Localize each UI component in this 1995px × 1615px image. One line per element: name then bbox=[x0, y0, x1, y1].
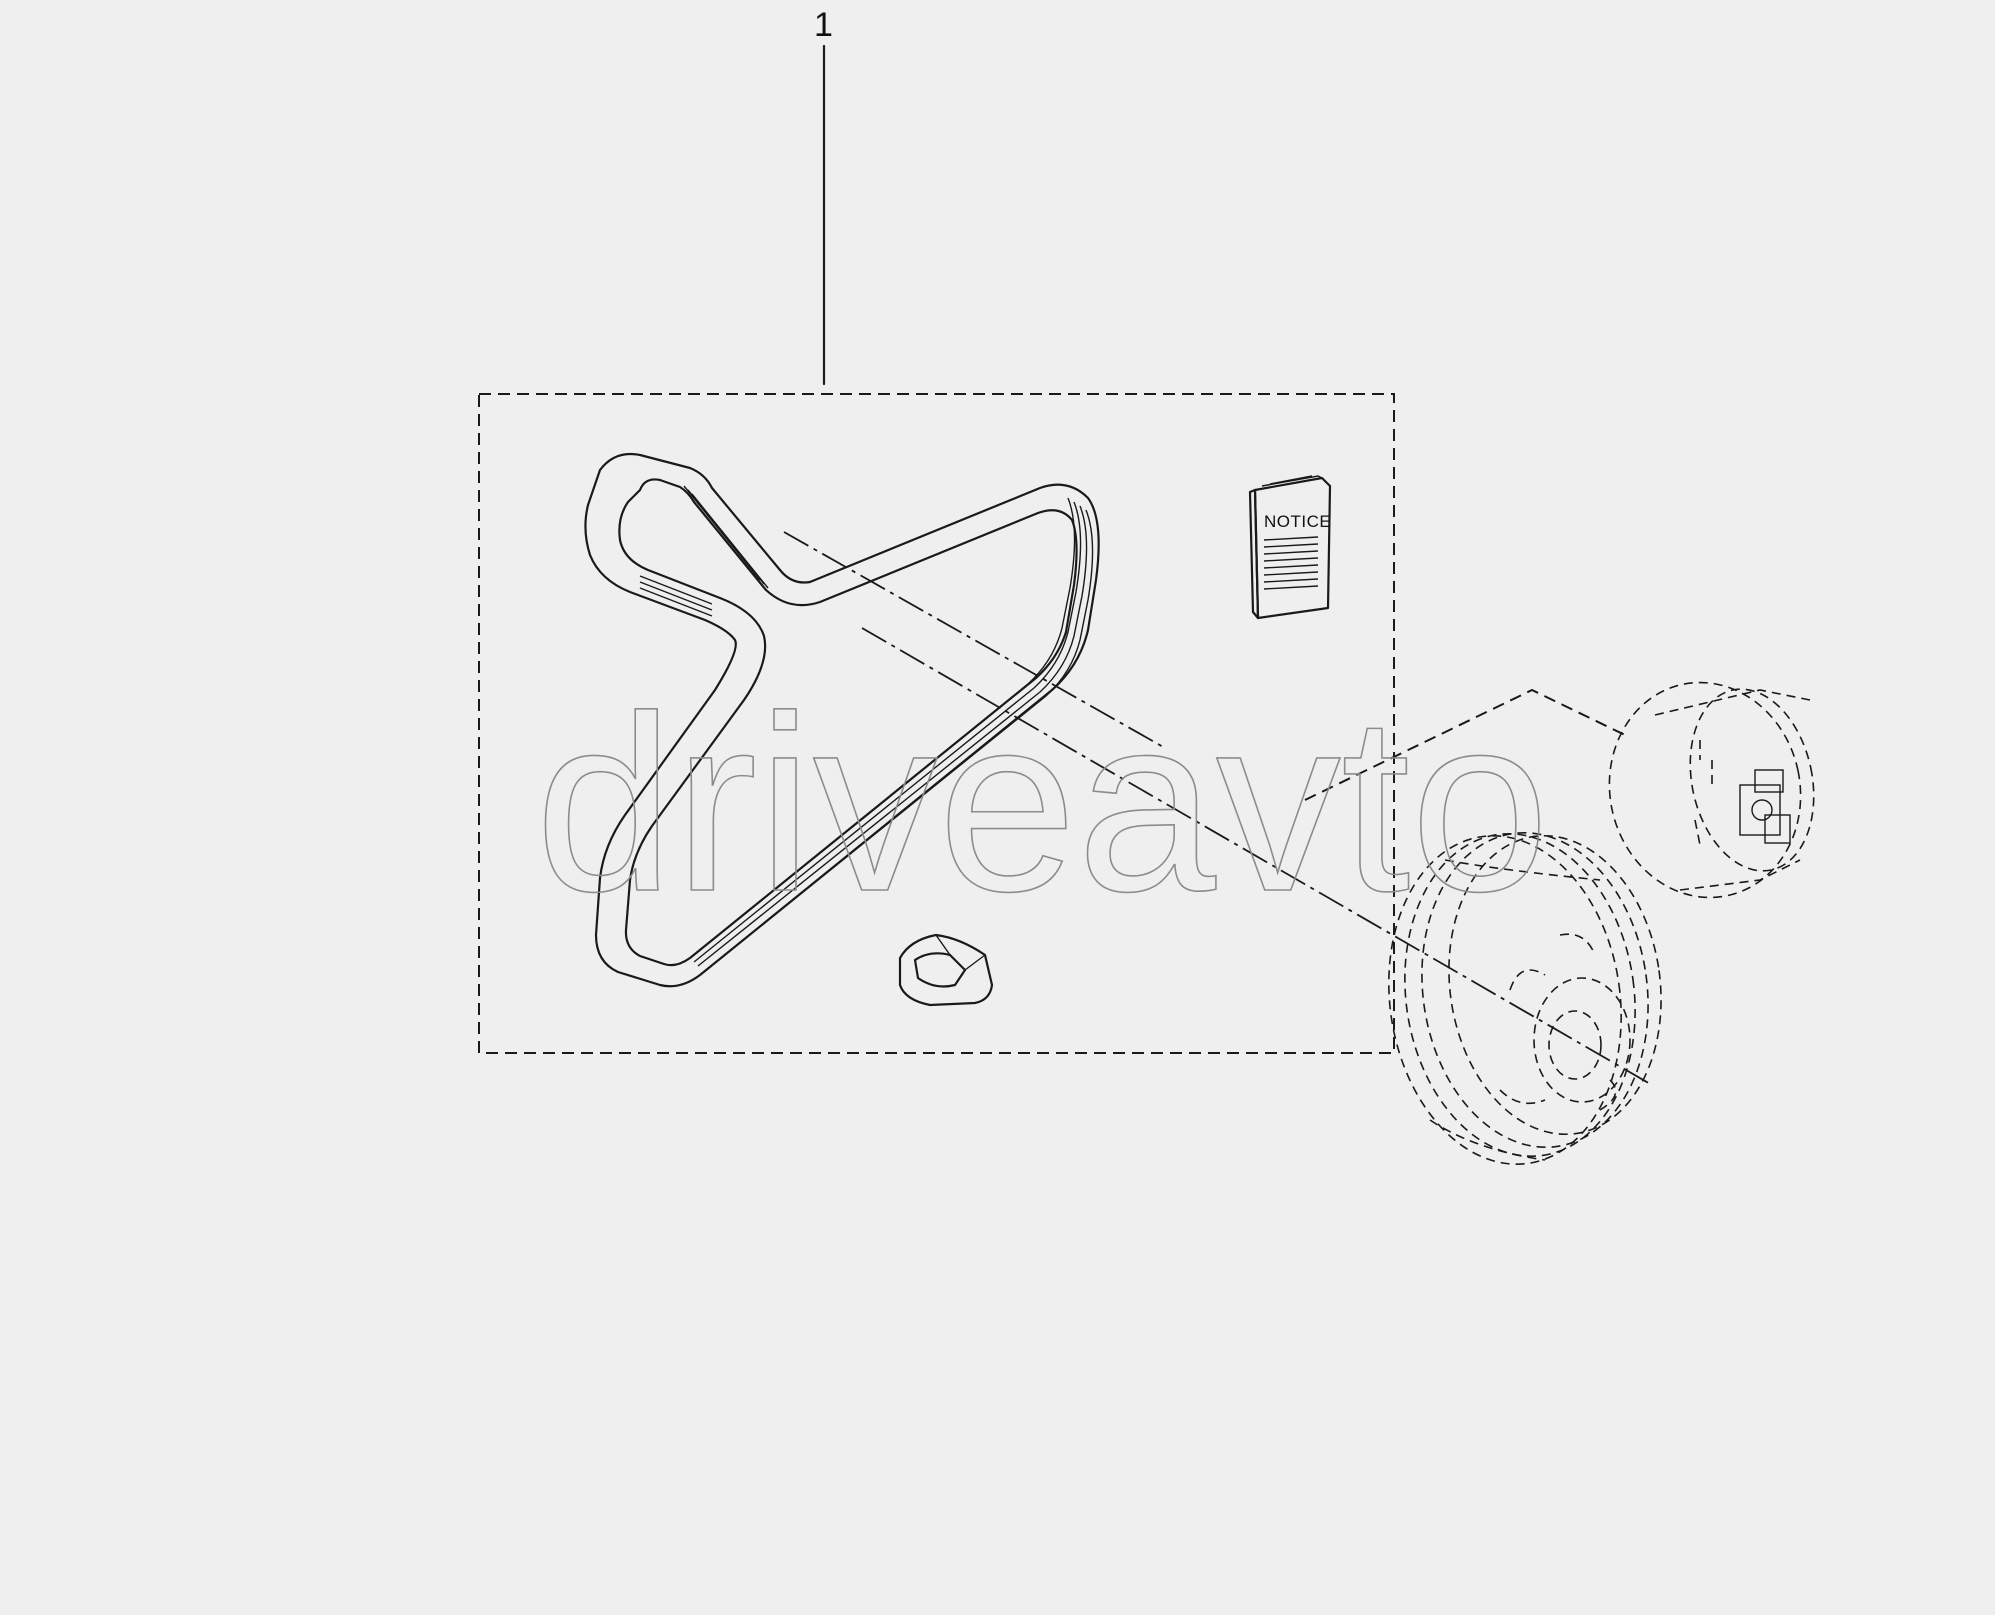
rear-pulley-phantom bbox=[1608, 681, 1815, 899]
watermark: driveavto bbox=[535, 664, 1549, 943]
callout-number-1[interactable]: 1 bbox=[814, 6, 833, 44]
crank-pulley-phantom bbox=[1388, 831, 1662, 1165]
pulley-connector bbox=[1304, 688, 1626, 801]
kit-boundary bbox=[478, 393, 1395, 1054]
drive-belt[interactable] bbox=[584, 452, 1100, 988]
notice-label: NOTICE bbox=[1264, 512, 1331, 531]
centerline-upper bbox=[783, 531, 1166, 749]
notice-booklet[interactable]: NOTICE bbox=[1248, 475, 1332, 620]
belt-clip[interactable] bbox=[898, 933, 994, 1007]
centerline-lower bbox=[861, 627, 1653, 1086]
notice-text-lines bbox=[1263, 536, 1319, 590]
